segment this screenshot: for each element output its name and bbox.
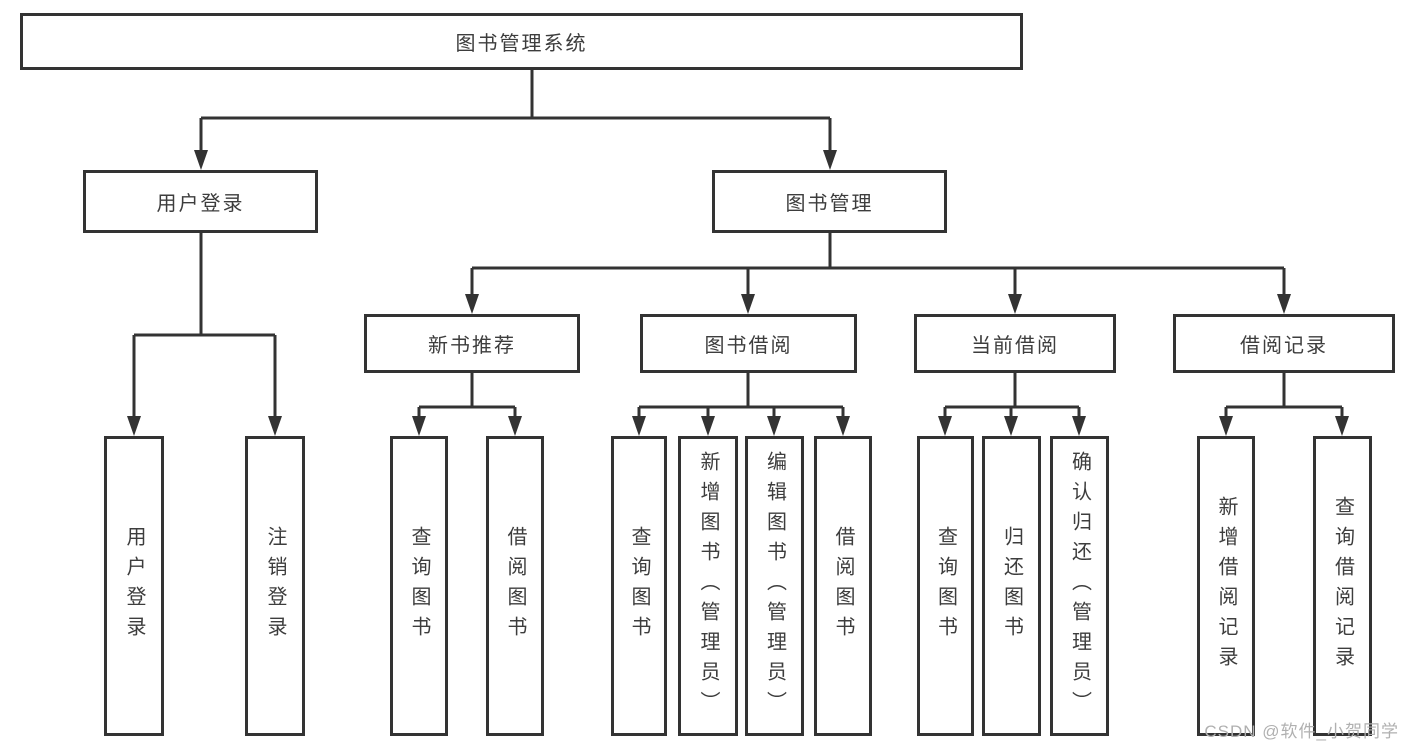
leaf-borrow-books-1-label: 借阅图书 bbox=[504, 526, 526, 646]
leaf-borrow-books-2-label: 借阅图书 bbox=[832, 526, 854, 646]
arrowhead-icon bbox=[1008, 294, 1022, 314]
leaf-user-login-label: 用户登录 bbox=[123, 526, 145, 646]
arrowhead-icon bbox=[127, 416, 141, 436]
leaf-add-borrow-record-label: 新增借阅记录 bbox=[1215, 496, 1237, 676]
node-book-management: 图书管理 bbox=[712, 170, 947, 233]
connector-path bbox=[132, 70, 1344, 420]
arrowhead-icon bbox=[465, 294, 479, 314]
arrowhead-icon bbox=[836, 416, 850, 436]
node-new-book-recommend: 新书推荐 bbox=[364, 314, 580, 373]
leaf-query-books-1: 查询图书 bbox=[390, 436, 448, 736]
arrowhead-icon bbox=[268, 416, 282, 436]
arrowhead-icon bbox=[194, 150, 208, 170]
leaf-borrow-books-1: 借阅图书 bbox=[486, 436, 544, 736]
arrowhead-icon bbox=[1004, 416, 1018, 436]
leaf-user-login: 用户登录 bbox=[104, 436, 164, 736]
arrowhead-icon bbox=[938, 416, 952, 436]
arrowhead-icon bbox=[767, 416, 781, 436]
node-book-borrowing: 图书借阅 bbox=[640, 314, 857, 373]
node-current-borrowing: 当前借阅 bbox=[914, 314, 1116, 373]
leaf-add-book-admin: 新增图书（管理员） bbox=[678, 436, 738, 736]
leaf-return-books-label: 归还图书 bbox=[1000, 526, 1023, 646]
leaf-edit-book-admin-label: 编辑图书（管理员） bbox=[763, 451, 786, 721]
arrowhead-icon bbox=[508, 416, 522, 436]
leaf-return-books: 归还图书 bbox=[982, 436, 1041, 736]
leaf-confirm-return-admin: 确认归还（管理员） bbox=[1050, 436, 1109, 736]
leaf-borrow-books-2: 借阅图书 bbox=[814, 436, 872, 736]
leaf-query-books-3: 查询图书 bbox=[917, 436, 974, 736]
leaf-query-books-2: 查询图书 bbox=[611, 436, 667, 736]
leaf-edit-book-admin: 编辑图书（管理员） bbox=[745, 436, 804, 736]
leaf-add-book-admin-label: 新增图书（管理员） bbox=[697, 451, 719, 721]
arrowhead-icon bbox=[412, 416, 426, 436]
arrowhead-icon bbox=[1219, 416, 1233, 436]
node-user-login: 用户登录 bbox=[83, 170, 318, 233]
leaf-query-books-1-label: 查询图书 bbox=[408, 526, 430, 646]
arrowhead-icon bbox=[1072, 416, 1086, 436]
arrowhead-icon bbox=[632, 416, 646, 436]
leaf-query-borrow-record: 查询借阅记录 bbox=[1313, 436, 1372, 736]
arrowhead-icon bbox=[823, 150, 837, 170]
leaf-query-books-3-label: 查询图书 bbox=[934, 526, 957, 646]
leaf-logout: 注销登录 bbox=[245, 436, 305, 736]
arrowhead-icon bbox=[1335, 416, 1349, 436]
arrowhead-icon bbox=[701, 416, 715, 436]
arrowhead-icon bbox=[741, 294, 755, 314]
leaf-logout-label: 注销登录 bbox=[264, 526, 286, 646]
watermark: CSDN @软件_小贺同学 bbox=[1204, 722, 1399, 741]
leaf-add-borrow-record: 新增借阅记录 bbox=[1197, 436, 1255, 736]
leaf-query-borrow-record-label: 查询借阅记录 bbox=[1331, 496, 1354, 676]
leaf-confirm-return-admin-label: 确认归还（管理员） bbox=[1068, 451, 1091, 721]
arrowhead-icon bbox=[1277, 294, 1291, 314]
node-root: 图书管理系统 bbox=[20, 13, 1023, 70]
leaf-query-books-2-label: 查询图书 bbox=[628, 526, 650, 646]
node-borrowing-records: 借阅记录 bbox=[1173, 314, 1395, 373]
